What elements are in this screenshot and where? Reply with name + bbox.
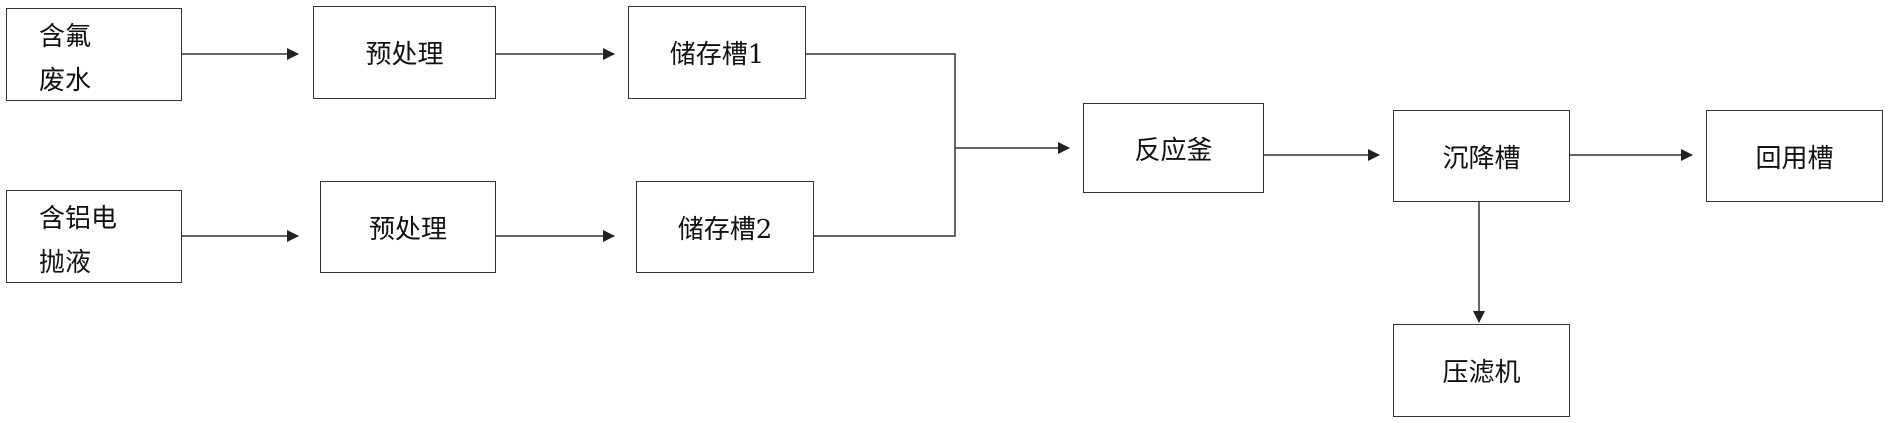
node-reactor-label: 反应釜 (1134, 135, 1213, 166)
node-storage-tank-1-label: 储存槽1 (669, 40, 765, 70)
node-settling-tank: 沉降槽 (1393, 110, 1570, 202)
node-reuse-tank-label: 回用槽 (1755, 143, 1834, 174)
node-reuse-tank: 回用槽 (1706, 110, 1883, 202)
node-pretreatment-2-label: 预处理 (368, 214, 447, 245)
node-storage-tank-2-label: 储存槽2 (677, 214, 773, 245)
node-filter-press-label: 压滤机 (1442, 358, 1521, 388)
node-reactor: 反应釜 (1083, 103, 1264, 193)
node-aluminum-polishing-liquid-line2: 抛液 (39, 248, 92, 278)
node-settling-tank-label: 沉降槽 (1442, 143, 1521, 174)
node-pretreatment-1-label: 预处理 (365, 40, 444, 70)
node-filter-press: 压滤机 (1393, 324, 1570, 417)
node-fluorine-wastewater-line2: 废水 (39, 66, 92, 96)
node-fluorine-wastewater: 含氟 废水 (6, 8, 182, 101)
node-storage-tank-1: 储存槽1 (628, 6, 806, 99)
connector-storage-1-to-junction (806, 53, 956, 148)
node-storage-tank-2: 储存槽2 (636, 181, 814, 273)
node-pretreatment-2: 预处理 (320, 181, 496, 273)
connector-storage-2-to-junction (814, 148, 956, 237)
node-fluorine-wastewater-line1: 含氟 (39, 22, 92, 52)
node-pretreatment-1: 预处理 (313, 6, 496, 99)
node-aluminum-polishing-liquid: 含铝电 抛液 (6, 190, 182, 283)
node-aluminum-polishing-liquid-line1: 含铝电 (39, 204, 118, 234)
